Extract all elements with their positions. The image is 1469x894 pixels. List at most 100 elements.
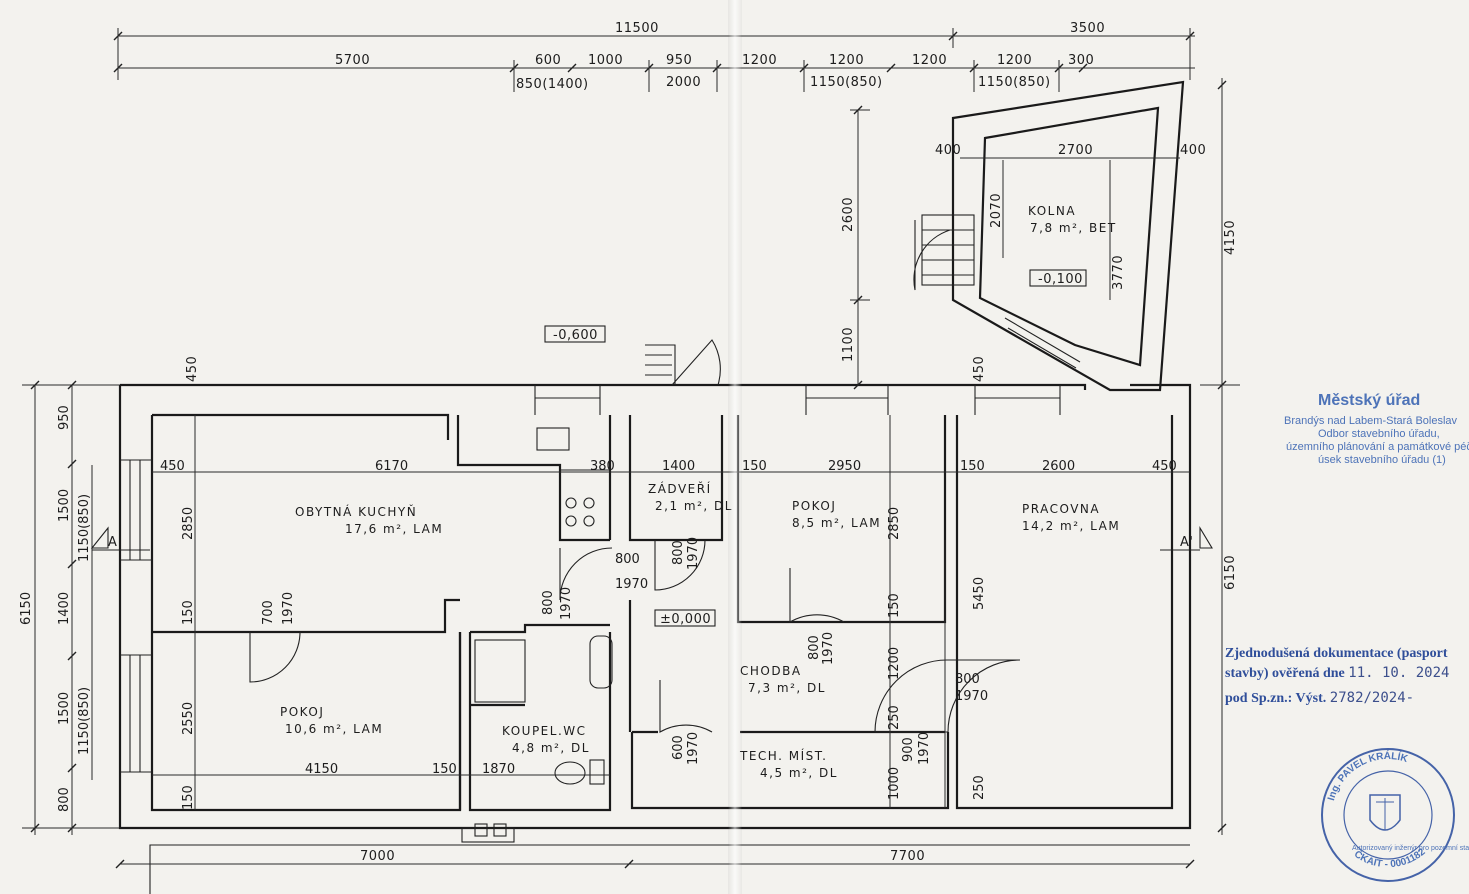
verification-date: 11. 10. 2024 xyxy=(1348,665,1450,681)
zadveri-name: ZÁDVEŘÍ xyxy=(648,481,712,496)
dim-right-6150: 6150 xyxy=(1223,555,1238,590)
dim-pracovna-250: 250 xyxy=(972,775,987,800)
office-stamp: Městský úřad Brandýs nad Labem-Stará Bol… xyxy=(1284,392,1469,466)
dim-tech-1970b: 1970 xyxy=(917,732,932,765)
level-zero: ±0,000 xyxy=(660,612,711,627)
dim-bottom-7000: 7000 xyxy=(360,849,395,864)
dim-pokoj-levy-700: 700 xyxy=(261,600,276,625)
dim-kuchyn-380: 380 xyxy=(590,459,615,474)
section-markers: A A' xyxy=(90,526,1213,551)
dim-top-2000: 2000 xyxy=(666,75,701,90)
dim-top-300: 300 xyxy=(1068,53,1094,68)
dim-koupel-1870: 1870 xyxy=(482,762,515,777)
dim-koupel-800: 800 xyxy=(541,590,556,615)
dim-chodba-800b: 800 xyxy=(955,672,980,687)
dim-top-1200a: 1200 xyxy=(742,53,777,68)
dim-pokoj-levy-2550: 2550 xyxy=(181,702,196,735)
chodba-area: 7,3 m², DL xyxy=(748,681,826,695)
office-line-4: úsek stavebního úřadu (1) xyxy=(1318,454,1446,466)
section-a-left: A xyxy=(108,535,117,550)
dim-top-11500: 11500 xyxy=(615,21,659,36)
dim-pokoj-door-1970: 1970 xyxy=(821,632,836,665)
kuchyn-area: 17,6 m², LAM xyxy=(345,522,443,536)
dim-pokoj-levy-150b: 150 xyxy=(181,785,196,810)
dim-450-top: 450 xyxy=(185,356,200,382)
door-swings xyxy=(249,220,1021,733)
pracovna-name: PRACOVNA xyxy=(1022,502,1100,516)
dim-left-800: 800 xyxy=(57,787,72,812)
dim-left-1400: 1400 xyxy=(57,592,72,625)
dim-left-950: 950 xyxy=(57,405,72,430)
level-kolna: -0,100 xyxy=(1038,272,1083,287)
dim-pracovna-5450: 5450 xyxy=(972,577,987,610)
dim-pracovna-2600: 2600 xyxy=(1042,459,1075,474)
verification-line-2: stavby) ověřená dne 11. 10. 2024 xyxy=(1225,665,1449,682)
paper-fold xyxy=(728,0,742,894)
dim-top-1200b: 1200 xyxy=(829,53,864,68)
dim-pracovna-450: 450 xyxy=(1152,459,1177,474)
dim-kuchyn-150: 150 xyxy=(181,600,196,625)
dim-bottom-7700: 7700 xyxy=(890,849,925,864)
section-a-right: A' xyxy=(1180,535,1193,550)
pokoj-stred-name: POKOJ xyxy=(792,499,836,513)
dim-pracovna-150: 150 xyxy=(960,459,985,474)
zadveri-area: 2,1 m², DL xyxy=(655,499,733,513)
dim-pokoj-levy-1970: 1970 xyxy=(281,592,296,625)
dim-left-1150a: 1150(850) xyxy=(77,494,92,562)
dim-chodba-1970b: 1970 xyxy=(955,689,988,704)
dim-pokoj-door-800: 800 xyxy=(807,635,822,660)
bottom-dimension-chain: 7000 7700 xyxy=(115,849,1195,869)
dim-tech-1000: 1000 xyxy=(887,767,902,800)
verification-line-1: Zjednodušená dokumentace (pasport xyxy=(1225,646,1448,661)
dim-chodba-250: 250 xyxy=(887,705,902,730)
dim-zadveri-1970: 1970 xyxy=(686,537,701,570)
verification-line-3: pod Sp.zn.: Výst. 2782/2024- xyxy=(1225,690,1414,707)
dim-pokoj-levy-4150: 4150 xyxy=(305,762,338,777)
verification-date-prefix: stavby) ověřená dne xyxy=(1225,666,1345,681)
dim-tech-600: 600 xyxy=(671,735,686,760)
dim-zadveri-1400: 1400 xyxy=(662,459,695,474)
office-line-2: Odbor stavebního úřadu, xyxy=(1318,428,1440,440)
dim-pokoj-150: 150 xyxy=(742,459,767,474)
dim-top-600: 600 xyxy=(535,53,561,68)
pracovna-area: 14,2 m², LAM xyxy=(1022,519,1120,533)
dim-top-1150-850b: 1150(850) xyxy=(978,75,1051,90)
pokoj-levy-name: POKOJ xyxy=(280,705,324,719)
dim-zadveri-800: 800 xyxy=(671,540,686,565)
kolna-dim-2700: 2700 xyxy=(1058,143,1093,158)
kolna-dim-3770: 3770 xyxy=(1111,255,1126,290)
dim-kuchyn-6170: 6170 xyxy=(375,459,408,474)
dim-450-top-b: 450 xyxy=(972,356,987,382)
exterior-walls xyxy=(118,383,1192,894)
dim-left-1500b: 1500 xyxy=(57,692,72,725)
dim-left-1500a: 1500 xyxy=(57,489,72,522)
dim-top-5700: 5700 xyxy=(335,53,370,68)
office-line-1: Brandýs nad Labem-Stará Boleslav xyxy=(1284,415,1458,427)
dim-top-950: 950 xyxy=(666,53,692,68)
dim-chodba-1970a: 1970 xyxy=(615,577,648,592)
kolna-dim-1100: 1100 xyxy=(841,327,856,362)
kolna-area: 7,8 m², BET xyxy=(1030,221,1117,235)
dim-right-4150: 4150 xyxy=(1223,220,1238,255)
dim-left-6150: 6150 xyxy=(19,592,34,625)
dim-chodba-1200: 1200 xyxy=(887,647,902,680)
dim-koupel-1970: 1970 xyxy=(559,587,574,620)
dim-top-3500: 3500 xyxy=(1070,21,1105,36)
level-minus-0600: -0,600 xyxy=(553,328,598,343)
kolna-name: KOLNA xyxy=(1028,204,1076,218)
kolna-dim-400a: 400 xyxy=(935,143,961,158)
dim-pokoj-2950: 2950 xyxy=(828,459,861,474)
engineer-round-stamp: Ing. PAVEL KRÁLÍK ČKAIT - 0001182 Autori… xyxy=(1321,748,1469,882)
office-title: Městský úřad xyxy=(1318,392,1420,409)
dim-left-1150b: 1150(850) xyxy=(77,687,92,755)
dim-pokoj-2850: 2850 xyxy=(887,507,902,540)
office-line-3: územního plánování a památkové péče xyxy=(1286,441,1469,453)
dim-top-850-1400: 850(1400) xyxy=(516,77,589,92)
dim-tech-900: 900 xyxy=(901,737,916,762)
dim-tech-1970: 1970 xyxy=(686,732,701,765)
right-dimension-chains: 4150 6150 xyxy=(1200,78,1240,835)
dim-pokoj-150b: 150 xyxy=(887,593,902,618)
dim-top-1200d: 1200 xyxy=(997,53,1032,68)
kolna-dim-2070: 2070 xyxy=(989,193,1004,228)
